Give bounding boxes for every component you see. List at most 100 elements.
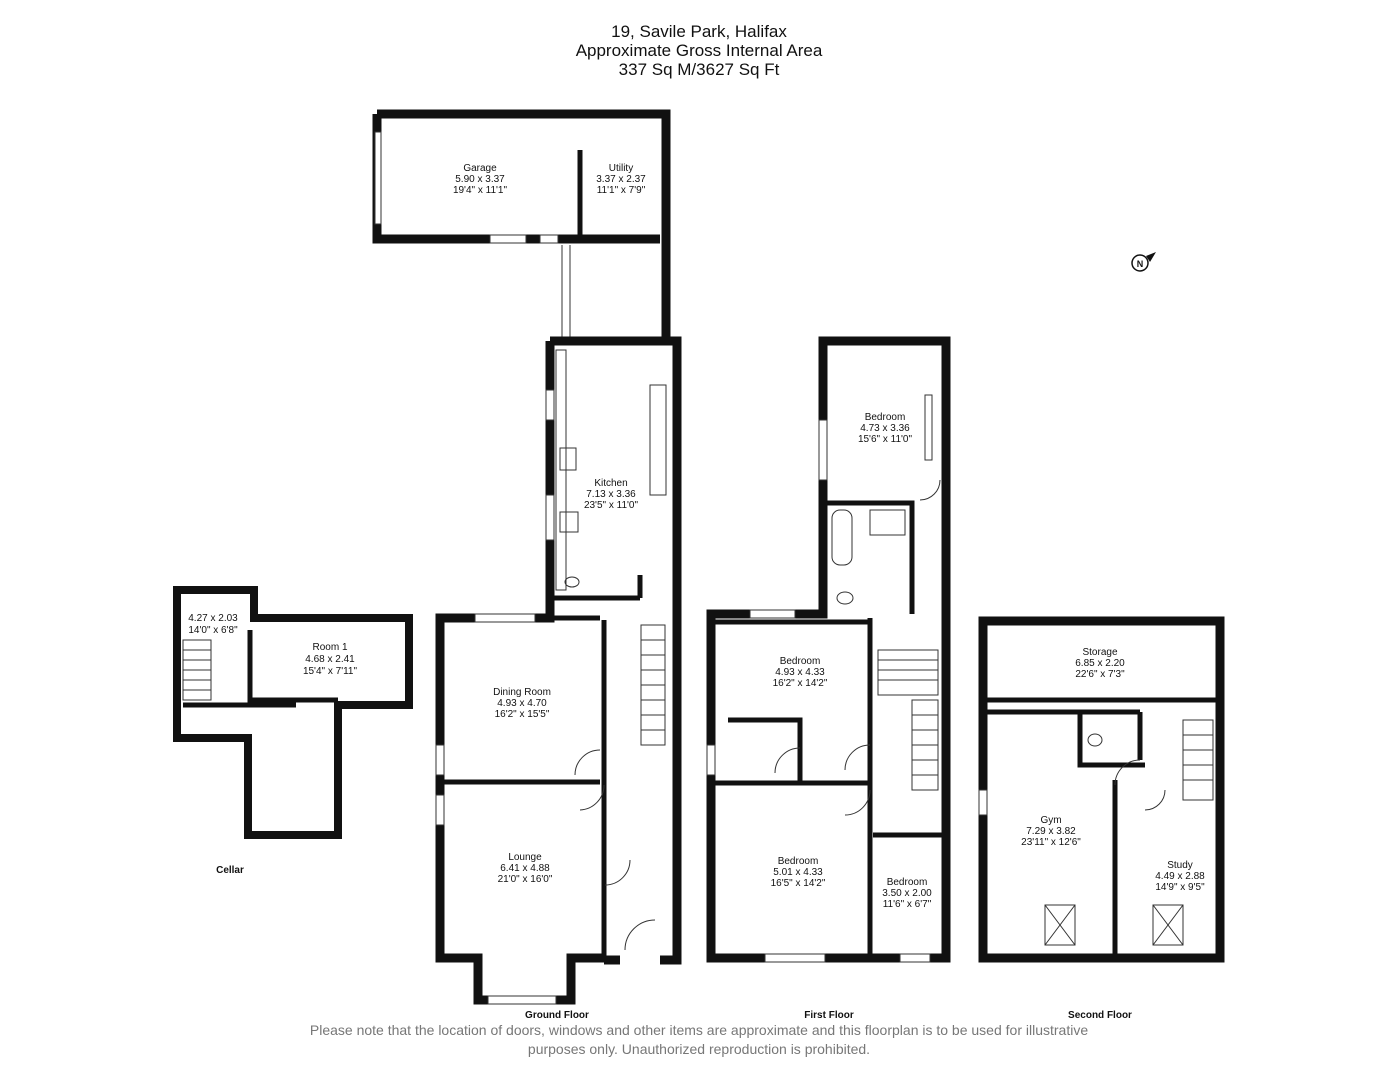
ground-wc-icon — [564, 576, 580, 588]
bed-bottom-imperial: 16'5" x 14'2" — [771, 878, 826, 889]
second-wc-icon — [1087, 733, 1103, 747]
sink-icon — [559, 511, 579, 533]
second-stair — [1182, 719, 1214, 801]
area-value: 337 Sq M/3627 Sq Ft — [618, 60, 780, 79]
bed-top-metric: 4.73 x 3.36 — [860, 423, 910, 434]
hall-door — [604, 859, 631, 886]
bed-mid-metric: 4.93 x 4.33 — [775, 667, 825, 678]
compass-icon: N — [1131, 252, 1156, 272]
second-inner-walls — [987, 697, 1216, 954]
first-floor-label: First Floor — [804, 1010, 854, 1021]
dining-window — [474, 613, 536, 623]
bed-small-imperial: 11'6" x 6'7" — [883, 899, 932, 910]
cellar-store-imperial: 14'0" x 6'8" — [188, 625, 238, 636]
room1-name: Room 1 — [312, 642, 347, 653]
disclaimer: Please note that the location of doors, … — [0, 1021, 1398, 1059]
garage-door — [374, 131, 382, 225]
bed-mid-door — [844, 744, 871, 771]
bed-top-door — [919, 479, 941, 501]
second-outline — [978, 616, 1225, 963]
utility-name: Utility — [609, 163, 633, 174]
first-side-window — [706, 744, 716, 776]
bed-mid-window — [749, 609, 796, 619]
disclaimer-line-1: Please note that the location of doors, … — [309, 1022, 1089, 1038]
ground-inner-walls — [444, 575, 643, 958]
second-floor-plan: Storage 6.85 x 2.20 22'6" x 7'3" Gym 7.2… — [978, 616, 1225, 1021]
room1-metric: 4.68 x 2.41 — [305, 654, 355, 665]
bed-top-imperial: 15'6" x 11'0" — [858, 434, 913, 445]
ground-stair — [640, 624, 666, 746]
gym-chimney — [991, 845, 999, 895]
first-stair — [877, 649, 939, 791]
storage-name: Storage — [1082, 647, 1117, 658]
ground-floor-label: Ground Floor — [525, 1010, 589, 1021]
gym-name: Gym — [1040, 815, 1061, 826]
bed-small-name: Bedroom — [887, 877, 928, 888]
first-inner-walls — [715, 500, 942, 954]
bed-mid-imperial: 16'2" x 14'2" — [773, 678, 828, 689]
garage-metric: 5.90 x 3.37 — [455, 174, 505, 185]
cellar-stair — [182, 639, 212, 701]
cellar-inner-wall — [183, 630, 338, 708]
dining-door — [574, 749, 601, 776]
room1-imperial: 15'4" x 7'11" — [303, 666, 358, 677]
hob-icon — [559, 447, 577, 471]
compass-label: N — [1137, 259, 1144, 269]
passage-line — [561, 245, 571, 338]
lounge-door — [579, 784, 605, 811]
garage-window — [489, 234, 527, 244]
lounge-imperial: 21'0" x 16'0" — [498, 874, 553, 885]
dining-side-window — [435, 744, 445, 776]
bed-bottom-name: Bedroom — [778, 856, 819, 867]
first-floor-plan: Bedroom 4.73 x 3.36 15'6" x 11'0" Bedroo… — [706, 336, 951, 1021]
utility-metric: 3.37 x 2.37 — [596, 174, 646, 185]
garage-imperial: 19'4" x 11'1" — [453, 185, 508, 196]
bed-bottom-metric: 5.01 x 4.33 — [773, 867, 823, 878]
kitchen-metric: 7.13 x 3.36 — [586, 489, 636, 500]
kitchen-name: Kitchen — [594, 478, 627, 489]
address-title: 19, Savile Park, Halifax — [611, 22, 787, 41]
kitchen-window-1 — [545, 389, 555, 421]
storage-imperial: 22'6" x 7'3" — [1075, 669, 1125, 680]
bed-top-window — [818, 419, 828, 481]
cellar-store-metric: 4.27 x 2.03 — [188, 613, 238, 624]
kitchen-unit — [649, 384, 667, 496]
second-floor-label: Second Floor — [1068, 1010, 1132, 1021]
study-name: Study — [1167, 860, 1193, 871]
cellar-floor-label: Cellar — [216, 865, 244, 876]
bed-bottom-window — [764, 953, 826, 963]
bed-top-name: Bedroom — [865, 412, 906, 423]
dining-metric: 4.93 x 4.70 — [497, 698, 547, 709]
utility-imperial: 11'1" x 7'9" — [597, 185, 646, 196]
cellar-outline — [173, 586, 413, 839]
wardrobe — [924, 394, 933, 461]
first-outline — [706, 336, 951, 963]
kitchen-imperial: 23'5" x 11'0" — [584, 500, 639, 511]
bed-mid-name: Bedroom — [780, 656, 821, 667]
study-door — [1144, 789, 1166, 811]
dining-name: Dining Room — [493, 687, 551, 698]
shower-icon — [869, 509, 906, 536]
storage-metric: 6.85 x 2.20 — [1075, 658, 1125, 669]
bath-icon — [831, 509, 853, 566]
study-imperial: 14'9" x 9'5" — [1155, 882, 1205, 893]
disclaimer-line-2: purposes only. Unauthorized reproduction… — [527, 1041, 871, 1057]
garage-name: Garage — [463, 163, 497, 174]
lounge-metric: 6.41 x 4.88 — [500, 863, 550, 874]
gym-imperial: 23'11" x 12'6" — [1021, 837, 1081, 848]
garage-outline — [372, 109, 671, 338]
bed-bottom-door — [844, 789, 871, 816]
dining-imperial: 16'2" x 15'5" — [495, 709, 550, 720]
gym-door — [1114, 759, 1141, 786]
ensuite-door — [774, 747, 801, 774]
first-wc-icon — [836, 591, 854, 605]
garage-window-2 — [539, 234, 559, 244]
front-door — [624, 919, 656, 951]
lounge-side-window — [435, 794, 445, 826]
lounge-bay-window — [487, 995, 557, 1005]
lounge-name: Lounge — [508, 852, 542, 863]
cellar-plan: 4.27 x 2.03 14'0" x 6'8" Room 1 4.68 x 2… — [173, 586, 413, 876]
study-metric: 4.49 x 2.88 — [1155, 871, 1205, 882]
kitchen-window-2 — [545, 494, 555, 541]
